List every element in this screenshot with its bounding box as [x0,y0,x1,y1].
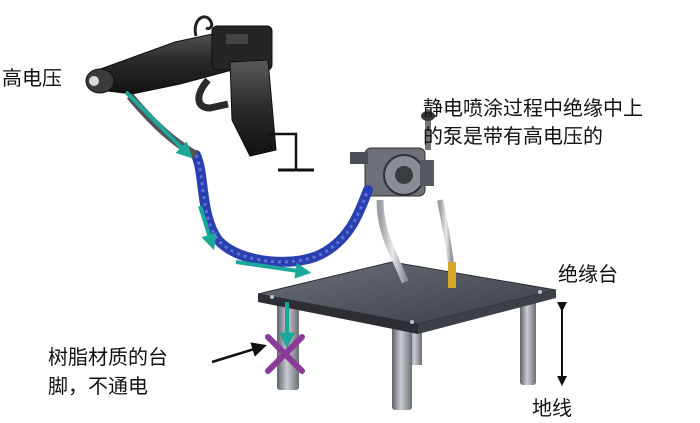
ground-label: 地线 [532,396,572,420]
insulated-platform [257,261,557,410]
resin-legs-line1: 树脂材质的台 [48,345,168,369]
ground-icon [268,132,314,172]
table-leg-front-right [392,320,412,410]
pump-assembly [350,111,456,288]
legs-callout-arrow [211,342,267,364]
gun-nozzle [85,68,115,94]
current-flow-arrows [124,90,312,349]
flow-arrow-table [235,260,312,279]
pump-note-line1: 静电喷涂过程中绝缘中上 [423,96,643,120]
table-edge-right [418,290,556,334]
resin-legs-line2: 脚，不通电 [48,374,148,398]
pump-note-line2: 的泵是带有高电压的 [423,124,603,148]
gun-hook [193,15,214,37]
table-leg-back-right [520,295,536,385]
high-voltage-label: 高电压 [2,66,62,90]
insulated-platform-label: 绝缘台 [558,262,618,286]
flow-arrow-gun [124,90,193,159]
cross-icon [265,334,305,374]
pump-note: 静电喷涂过程中绝缘中上 的泵是带有高电压的 [423,96,643,152]
resin-legs-label: 树脂材质的台 脚，不通电 [48,345,168,403]
spray-gun [85,15,277,159]
flow-arrow-hose [198,205,217,251]
table-edge [258,294,418,334]
